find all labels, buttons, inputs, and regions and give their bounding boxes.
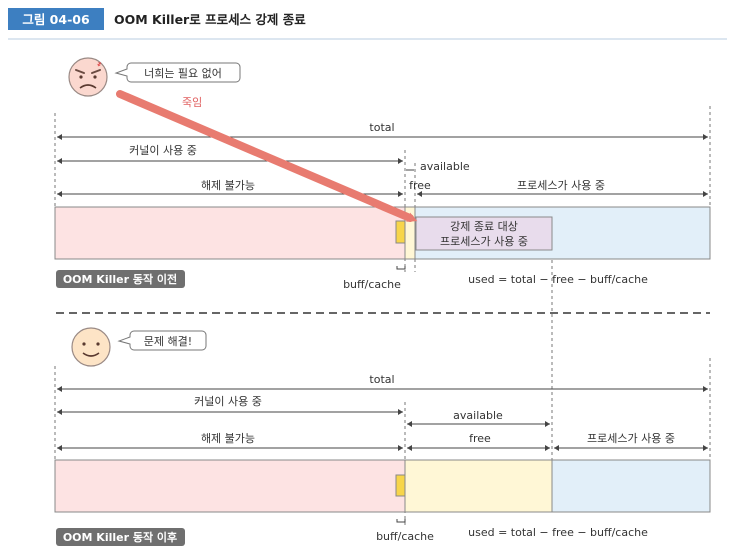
after-buffcache-label: buff/cache	[376, 530, 434, 543]
before-process-label: 프로세스가 사용 중	[517, 179, 605, 192]
after-memory-bar	[54, 459, 711, 513]
before-unfreeable-label: 해제 불가능	[201, 178, 255, 192]
after-free-segment	[404, 459, 553, 513]
after-kernel-segment	[54, 459, 406, 513]
figure-title: OOM Killer로 프로세스 강제 종료	[114, 12, 306, 27]
before-target-process	[415, 216, 553, 251]
before-formula: used = total − free − buff/cache	[468, 273, 648, 286]
before-speech-text: 너희는 필요 없어	[144, 67, 222, 80]
before-badge-text: OOM Killer 동작 이전	[63, 272, 177, 286]
happy-face-icon	[71, 327, 111, 367]
after-unfreeable-label: 해제 불가능	[201, 431, 255, 445]
before-free-label: free	[409, 179, 431, 192]
after-free-label: free	[469, 432, 491, 445]
figure-number: 그림 04-06	[22, 12, 90, 27]
before-kernel-segment	[54, 206, 406, 260]
figure-header: 그림 04-06 OOM Killer로 프로세스 강제 종료	[8, 8, 727, 40]
before-speech-bubble: 너희는 필요 없어	[114, 62, 241, 83]
after-total-dimension: total	[57, 373, 708, 392]
before-badge: OOM Killer 동작 이전	[56, 270, 185, 288]
before-kernel-label: 커널이 사용 중	[129, 144, 197, 157]
before-total-label: total	[369, 121, 394, 134]
after-kernel-label: 커널이 사용 중	[194, 395, 262, 408]
kill-label: 죽임	[182, 96, 202, 109]
before-buff-segment	[395, 220, 406, 244]
target-line1: 강제 종료 대상	[450, 220, 518, 233]
after-available-label: available	[453, 409, 503, 422]
figure-number-badge	[8, 8, 104, 30]
kill-arrow: 죽임	[116, 90, 418, 222]
before-total-dimension: total	[57, 121, 708, 140]
after-total-label: total	[369, 373, 394, 386]
after-section: 문제 해결! total 커널이 사용 중 available	[54, 327, 711, 546]
before-kernel-dimension: 커널이 사용 중	[57, 144, 403, 164]
after-formula: used = total − free − buff/cache	[468, 526, 648, 539]
before-buffcache-bracket: buff/cache	[343, 266, 406, 291]
after-buff-segment	[395, 474, 406, 497]
before-memory-bar: 강제 종료 대상 프로세스가 사용 중	[54, 206, 711, 260]
before-row3-dimension: 해제 불가능 free 프로세스가 사용 중	[57, 178, 708, 197]
angry-face-icon: ҂	[68, 57, 108, 97]
after-speech-bubble: 문제 해결!	[117, 330, 207, 351]
after-kernel-dimension: 커널이 사용 중	[57, 395, 403, 415]
svg-text:҂: ҂	[97, 59, 102, 69]
after-badge-text: OOM Killer 동작 이후	[63, 530, 177, 544]
before-section: ҂ 너희는 필요 없어 total 커널이 사용 중 a	[54, 57, 711, 460]
after-process-label: 프로세스가 사용 중	[587, 432, 675, 445]
after-process-segment	[551, 459, 711, 513]
before-available-label: available	[420, 160, 470, 173]
target-line2: 프로세스가 사용 중	[440, 235, 528, 248]
after-badge: OOM Killer 동작 이후	[56, 528, 185, 546]
after-row3-dimension: 해제 불가능 free 프로세스가 사용 중	[57, 431, 708, 451]
after-buffcache-bracket: buff/cache	[376, 519, 434, 543]
before-buffcache-label: buff/cache	[343, 278, 401, 291]
after-speech-text: 문제 해결!	[144, 334, 192, 348]
before-available-dimension: available	[406, 160, 470, 173]
after-available-dimension: available	[407, 409, 550, 427]
